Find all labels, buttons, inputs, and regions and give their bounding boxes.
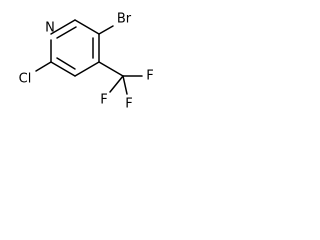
atom-chlorine: Cl bbox=[19, 72, 32, 87]
bond-c3-c2 bbox=[50, 61, 76, 77]
substituent-bonds bbox=[35, 25, 143, 95]
bond-c5-br bbox=[98, 25, 114, 35]
atom-nitrogen: N bbox=[45, 21, 55, 36]
structure-diagram: N Br Cl F F F bbox=[19, 12, 154, 112]
bond-n-c6 bbox=[50, 19, 76, 35]
bond-c2-cl bbox=[35, 61, 52, 72]
bond-cf3-f3 bbox=[122, 75, 128, 95]
bond-c3-c2-inner bbox=[56, 57, 76, 70]
bond-c6-c5 bbox=[74, 19, 100, 35]
atom-fluorine-bottom-left: F bbox=[100, 93, 107, 108]
atom-labels: N Br Cl F F F bbox=[19, 12, 154, 112]
bond-c4-c3 bbox=[74, 61, 100, 77]
bond-c4-cf3 bbox=[98, 61, 124, 77]
bond-n-c6-inner bbox=[56, 26, 77, 39]
atom-fluorine-right: F bbox=[146, 69, 153, 84]
atom-fluorine-bottom-right: F bbox=[125, 97, 132, 112]
bond-cf3-f2 bbox=[109, 75, 124, 93]
atom-bromine: Br bbox=[117, 12, 132, 27]
ring-bonds bbox=[50, 19, 100, 77]
